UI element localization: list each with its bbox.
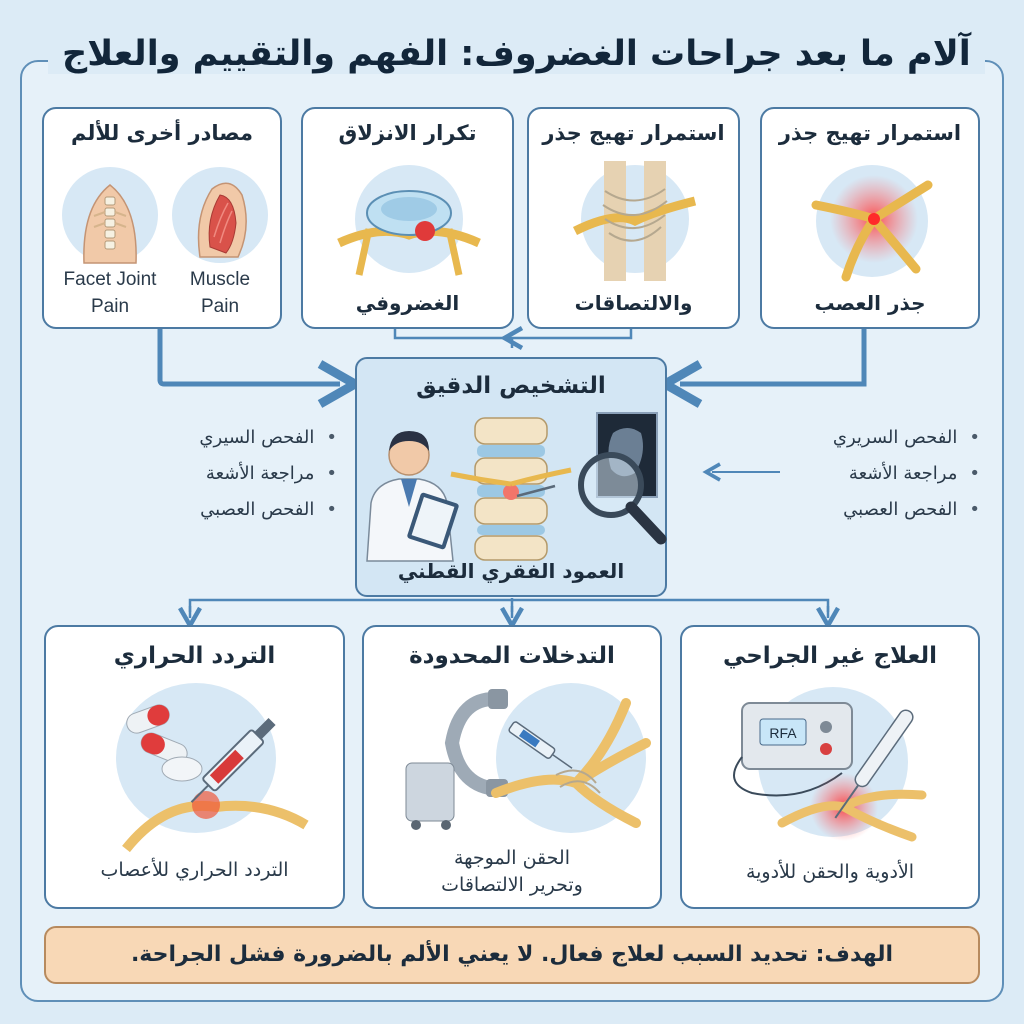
card-non-surgical: العلاج غير الجراحي RFA الأدوية والحقن لل…: [680, 625, 980, 909]
diagnosis-box: التشخيص الدقيق العمود الفقري القطني: [355, 357, 667, 597]
rfa-label: RFA: [769, 725, 797, 741]
lumbar-spine-icon: [450, 417, 572, 561]
card-nerve-root: استمرار تهيج جذر جذر العصب: [760, 107, 980, 329]
arrow-mid-to-diagnosis: [393, 328, 633, 348]
card-radiofrequency: التردد الحراري التردد الحراري للأعصاب: [44, 625, 345, 909]
list-item: الفحص السريري: [790, 420, 980, 456]
arrow-diagnosis-split: [188, 598, 830, 612]
page-title: آلام ما بعد جراحات الغضروف: الفهم والتقي…: [48, 34, 985, 74]
card-caption: والالتصاقات: [574, 291, 693, 315]
arrow-right-to-diagnosis: [655, 328, 867, 408]
facet-joint-icon: [83, 184, 137, 264]
c-arm-icon: [405, 689, 508, 830]
herniated-disc-icon: [337, 190, 481, 276]
card-limited-interventions: التدخلات المحدودة الحقن الموجهة وتحرير ا…: [362, 625, 662, 909]
card-title: العلاج غير الجراحي: [722, 643, 938, 669]
list-item: الفحص العصبي: [155, 492, 337, 528]
adhesion-icon: [572, 161, 697, 281]
title-wrap: آلام ما بعد جراحات الغضروف: الفهم والتقي…: [48, 34, 985, 74]
card-caption: الغضروفي: [355, 291, 460, 315]
diagnosis-caption: العمود الفقري القطني: [397, 559, 625, 583]
card-title: مصادر أخرى للألم: [71, 121, 253, 145]
list-item: الفحص العصبي: [790, 492, 980, 528]
card-caption: الحقن الموجهة وتحرير الالتصاقات: [441, 847, 583, 896]
card-title: استمرار تهيج جذر: [542, 121, 725, 145]
card-caption: الأدوية والحقن للأدوية: [745, 861, 915, 883]
card-root-adhesions: استمرار تهيج جذر والالتصاقات: [527, 107, 740, 329]
card-recurrent-herniation: تكرار الانزلاق الغضروفي: [301, 107, 514, 329]
injection-nerve-icon: [491, 698, 651, 828]
list-item: مراجعة الأشعة: [155, 456, 337, 492]
left-bullet-list: الفحص السيري مراجعة الأشعة الفحص العصبي: [155, 420, 337, 528]
goal-footer: الهدف: تحديد السبب لعلاج فعال. لا يعني ا…: [44, 926, 980, 984]
card-title: تكرار الانزلاق: [338, 121, 477, 145]
rfa-device-icon: RFA: [733, 702, 927, 842]
card-title: التردد الحراري: [113, 643, 276, 669]
card-other-pain-sources: مصادر أخرى للألم Facet Joint Pain Muscle…: [42, 107, 282, 329]
list-item: الفحص السيري: [155, 420, 337, 456]
muscle-label: Muscle Pain: [189, 269, 251, 317]
card-caption: جذر العصب: [814, 291, 926, 315]
card-title: التدخلات المحدودة: [409, 643, 615, 669]
card-caption: التردد الحراري للأعصاب: [100, 859, 289, 881]
pills-syringe-icon: [122, 704, 309, 853]
list-item: مراجعة الأشعة: [790, 456, 980, 492]
right-bullet-list: الفحص السريري مراجعة الأشعة الفحص العصبي: [790, 420, 980, 528]
facet-joint-label: Facet Joint Pain: [63, 269, 157, 317]
nerve-root-icon: [811, 175, 933, 282]
arrow-left-to-diagnosis: [157, 328, 365, 408]
card-title: استمرار تهيج جذر: [778, 121, 962, 145]
magnifier-xray-icon: [578, 412, 667, 545]
muscle-icon: [197, 182, 247, 258]
diagnosis-title: التشخيص الدقيق: [416, 373, 606, 399]
doctor-icon: [366, 431, 459, 562]
